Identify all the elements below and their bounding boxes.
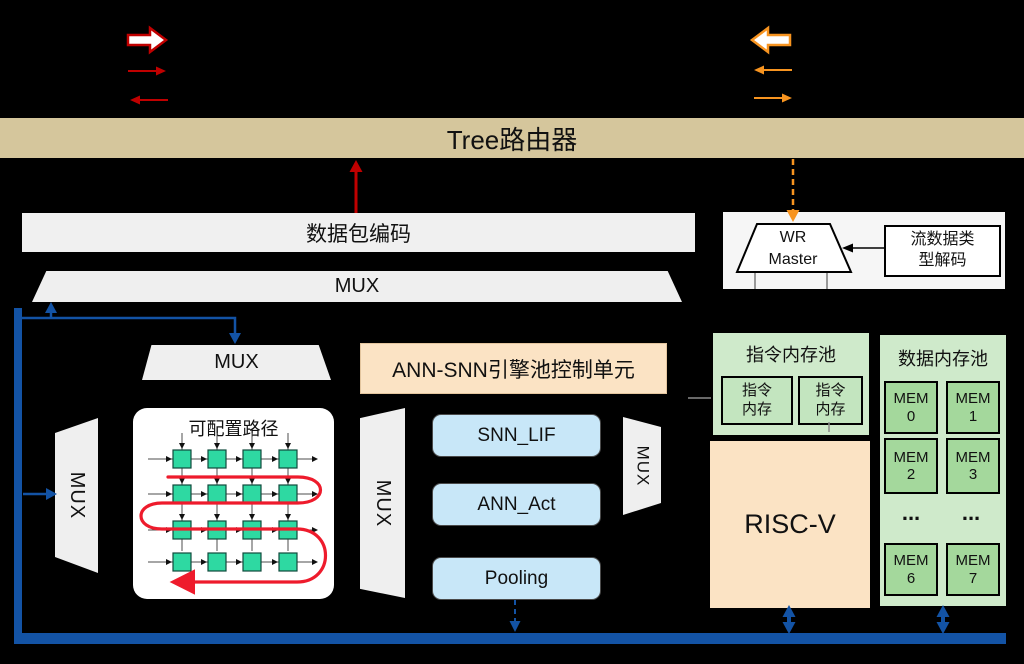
- legend-red-left-arrow-icon: [130, 95, 168, 105]
- configurable-path-box: 可配置路径: [133, 408, 334, 599]
- stream-type-decoder-label: 流数据类 型解码: [910, 231, 975, 269]
- riscv-core: RISC-V: [710, 441, 870, 608]
- mux-wide: MUX: [32, 271, 682, 302]
- tree-router-label: Tree路由器: [446, 124, 578, 155]
- instruction-memory-bank-1: 指令 内存: [798, 376, 863, 425]
- pooling-to-bus-arrow: [509, 600, 521, 632]
- engine-pool-control-unit: ANN-SNN引擎池控制单元: [360, 343, 667, 394]
- mem-ellipsis-left: ...: [901, 500, 921, 525]
- riscv-label: RISC-V: [744, 509, 836, 539]
- packet-encoder-bar: 数据包编码: [22, 213, 695, 252]
- instruction-pool-title: 指令内存池: [746, 345, 836, 365]
- mux-middle-label: MUX: [372, 479, 395, 527]
- riscv-bus-double-arrow: [782, 605, 796, 634]
- wr-master-label: WR Master: [740, 226, 846, 271]
- engine-ann-act-label: ANN_Act: [477, 493, 556, 515]
- engine-pooling-label: Pooling: [484, 567, 549, 589]
- instruction-bank-1-label: 指令 内存: [815, 381, 846, 418]
- mux-right: MUX: [623, 417, 661, 515]
- engine-snn-lif: SNN_LIF: [432, 414, 601, 457]
- configurable-path-title: 可配置路径: [188, 419, 279, 439]
- mux-middle: MUX: [360, 408, 405, 598]
- legend-orange-thick-arrow-icon: [749, 25, 792, 55]
- encoder-to-router-arrow: [349, 160, 363, 213]
- tree-router-bar: Tree路由器: [0, 118, 1024, 158]
- mux-small: MUX: [142, 345, 331, 380]
- legend-orange-left-arrow-icon: [754, 65, 792, 75]
- mux-wide-label: MUX: [334, 275, 380, 297]
- engine-ann-act: ANN_Act: [432, 483, 601, 526]
- legend-red-thick-arrow-icon: [126, 25, 169, 55]
- mux-left: MUX: [55, 418, 98, 573]
- legend-orange-right-arrow-icon: [754, 93, 792, 103]
- engine-snn-lif-label: SNN_LIF: [477, 424, 556, 446]
- mem-ellipsis-right: ...: [961, 500, 981, 525]
- legend-red-right-arrow-icon: [128, 66, 166, 76]
- instruction-memory-bank-0: 指令 内存: [721, 376, 793, 425]
- mux-small-label: MUX: [214, 351, 259, 373]
- stream-type-decoder-box: 流数据类 型解码: [884, 225, 1001, 277]
- bus-to-mux-connector: [22, 302, 241, 344]
- engine-pooling: Pooling: [432, 557, 601, 600]
- packet-encoder-label: 数据包编码: [306, 222, 411, 246]
- control-unit-label: ANN-SNN引擎池控制单元: [392, 358, 635, 382]
- mux-left-label: MUX: [66, 471, 89, 520]
- mux-right-label: MUX: [633, 445, 652, 487]
- bus-to-leftmux-arrow: [23, 488, 57, 500]
- datapool-bus-double-arrow: [936, 605, 950, 634]
- wr-master-text: WR Master: [768, 228, 818, 268]
- data-pool-title: 数据内存池: [898, 349, 988, 369]
- instruction-bank-0-label: 指令 内存: [741, 381, 772, 418]
